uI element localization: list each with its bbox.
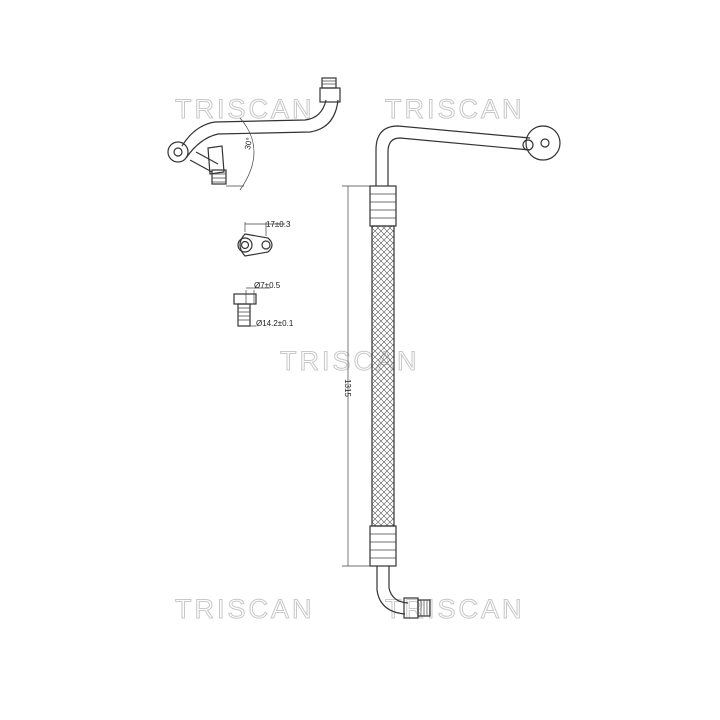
detail-view-eyelet: 17±0.3 — [237, 220, 291, 257]
svg-text:Ø7±0.5: Ø7±0.5 — [254, 281, 281, 290]
watermark: TRISCAN — [175, 594, 315, 624]
svg-text:Ø14.2±0.1: Ø14.2±0.1 — [256, 319, 294, 328]
hose-end-bottom — [369, 525, 397, 567]
hose-end-top — [369, 185, 397, 227]
detail-view-fitting: Ø7±0.5 Ø14.2±0.1 — [233, 281, 294, 328]
svg-text:1315: 1315 — [343, 379, 352, 397]
svg-text:17±0.3: 17±0.3 — [266, 220, 291, 229]
detail-view-bent-pipe: 30° — [167, 77, 341, 191]
watermark: TRISCAN — [280, 346, 420, 376]
length-dimension: 1315 — [342, 185, 370, 567]
watermark: TRISCAN — [175, 94, 315, 124]
svg-text:30°: 30° — [243, 137, 254, 150]
watermark: TRISCAN — [385, 594, 525, 624]
main-pipe — [369, 125, 561, 619]
watermark: TRISCAN — [385, 94, 525, 124]
